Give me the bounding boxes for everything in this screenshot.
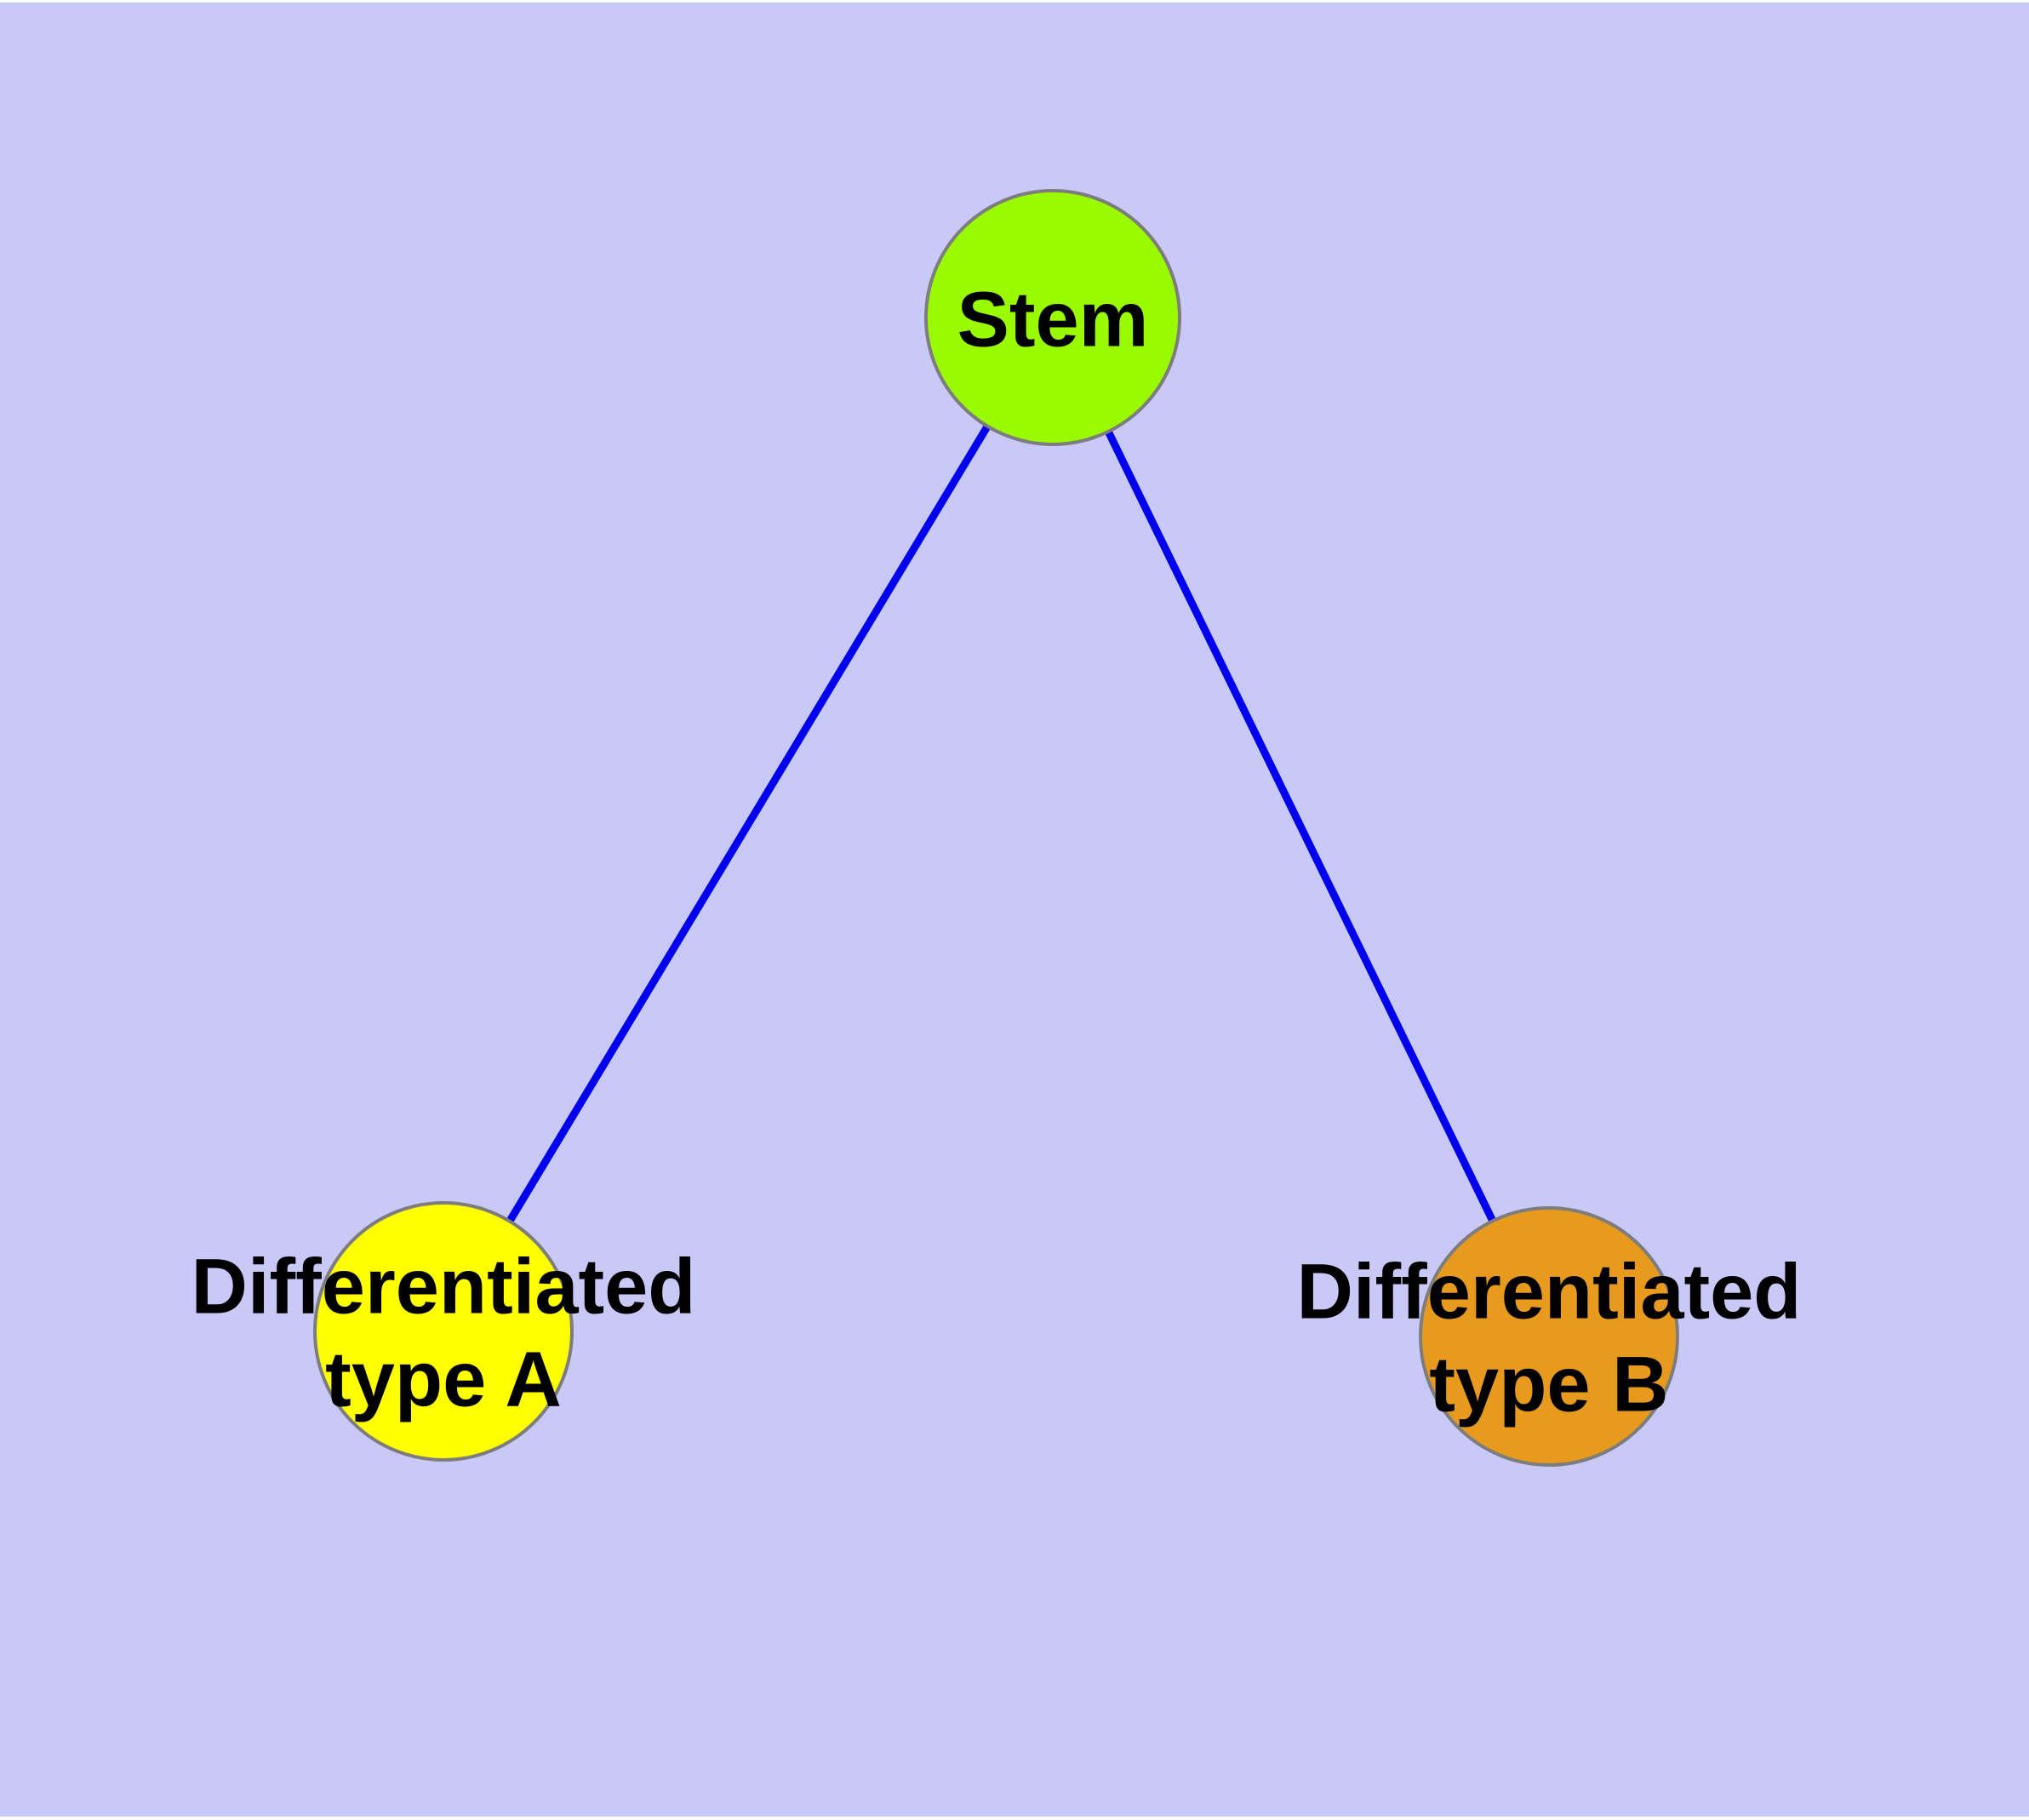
node-a-label-line-1: Differentiated [191,1243,696,1331]
edge-stem-to-type-b [1049,316,1553,1338]
node-differentiated-type-a [313,1201,574,1462]
node-differentiated-type-b [1419,1206,1679,1467]
node-stem-label-line: Stem [957,276,1149,363]
node-differentiated-type-a-label: Differentiated type A [191,1240,696,1425]
node-a-label-line-2: type A [325,1336,562,1422]
node-stem [924,189,1181,446]
node-differentiated-type-b-label: Differentiated type B [1297,1245,1802,1430]
edge-stem-to-type-a [440,315,1056,1334]
node-b-label-line-2: type B [1429,1341,1669,1428]
node-b-label-line-1: Differentiated [1296,1248,1802,1336]
node-stem-label: Stem [957,274,1149,367]
